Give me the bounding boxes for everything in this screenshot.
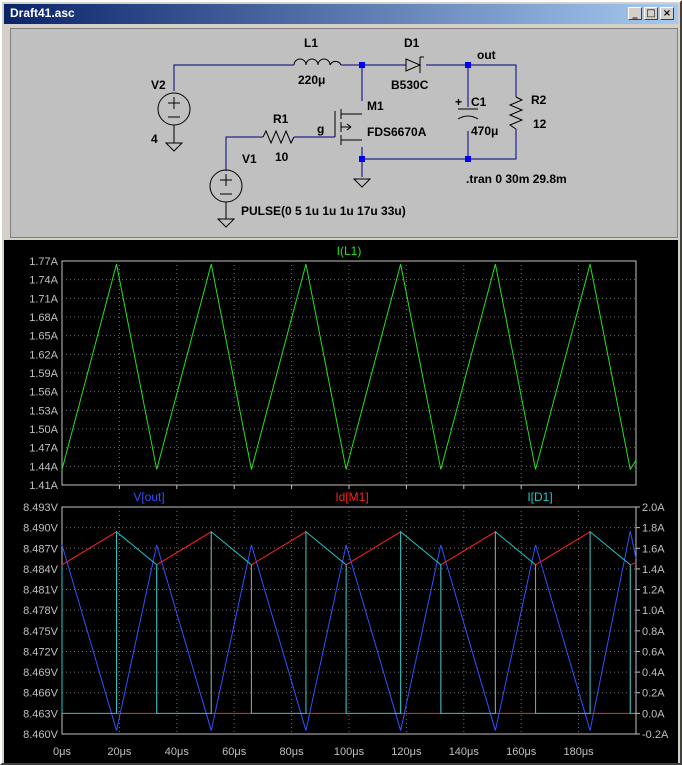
pane2-right-ytick-label: 1.4A xyxy=(642,564,665,576)
pane2-right-ytick-label: 1.8A xyxy=(642,523,665,535)
pane2-left-ytick-label: 8.460V xyxy=(23,729,59,741)
pane2-right-ytick-label: 0.8A xyxy=(642,626,665,638)
mosfet-icon xyxy=(334,109,362,145)
schematic-wires xyxy=(173,64,517,177)
close-icon: × xyxy=(662,8,672,19)
m1-value[interactable]: FDS6670A xyxy=(367,125,427,139)
l1-value[interactable]: 220μ xyxy=(298,73,325,87)
gate-net-label[interactable]: g xyxy=(317,122,324,136)
pane2-left-ytick-label: 8.472V xyxy=(23,646,59,658)
v1-name[interactable]: V1 xyxy=(242,152,257,166)
pane2-left-ytick-label: 8.490V xyxy=(23,523,59,535)
pane2-left-ytick-label: 8.466V xyxy=(23,688,59,700)
pane2-left-ytick-label: 8.475V xyxy=(23,626,59,638)
pane2-trace-title: V[out] xyxy=(133,490,164,504)
pane2-left-ytick-label: 8.484V xyxy=(23,564,59,576)
pane2-left-ytick-label: 8.493V xyxy=(23,502,59,514)
resistor-r2-icon xyxy=(508,96,524,130)
title-bar[interactable]: Draft41.asc _ □ × xyxy=(4,4,678,24)
pane1-ytick-label: 1.59A xyxy=(29,368,58,380)
out-net-label[interactable]: out xyxy=(477,48,496,62)
maximize-icon: □ xyxy=(646,8,656,19)
pane1-ytick-label: 1.41A xyxy=(29,480,58,492)
v2-value[interactable]: 4 xyxy=(151,132,158,146)
pane1-ytick-label: 1.56A xyxy=(29,387,58,399)
pane2-trace-title: I[D1] xyxy=(527,490,552,504)
pane2-xtick-label: 100μs xyxy=(334,746,365,758)
resistor-r1-icon xyxy=(262,129,295,145)
pane2-right-ytick-label: 1.0A xyxy=(642,605,665,617)
capacitor-icon xyxy=(457,108,479,120)
d1-value[interactable]: B530C xyxy=(391,78,429,92)
trace-v-out- xyxy=(61,530,637,731)
r2-value[interactable]: 12 xyxy=(533,117,547,131)
pane2-xtick-label: 80μs xyxy=(280,746,305,758)
pane2-right-ytick-label: 0.6A xyxy=(642,646,665,658)
minimize-button[interactable]: _ xyxy=(628,7,642,20)
r1-name[interactable]: R1 xyxy=(273,112,289,126)
pane2-right-ytick-label: 0.0A xyxy=(642,708,665,720)
pane2-right-ytick-label: -0.2A xyxy=(642,729,669,741)
pane2-left-ytick-label: 8.481V xyxy=(23,585,59,597)
pane2-right-ytick-label: 2.0A xyxy=(642,502,665,514)
schematic-canvas[interactable]: V2 4 L1 220μ D1 B530C out + C1 470μ R2 1… xyxy=(10,28,678,238)
pane2-right-ytick-label: 1.2A xyxy=(642,585,665,597)
pane1-ytick-label: 1.68A xyxy=(29,312,58,324)
cap-plus-mark: + xyxy=(455,95,462,109)
r2-name[interactable]: R2 xyxy=(531,93,547,107)
pane1-ytick-label: 1.44A xyxy=(29,461,58,473)
waveform-plot: 1.77A 1.74A 1.71A 1.68A 1.65A 1.62A 1.59A 1.56A… xyxy=(23,244,669,758)
pane2-xtick-label: 180μs xyxy=(563,746,594,758)
schematic-components xyxy=(157,56,524,228)
pane1-trace-title: I(L1) xyxy=(337,244,362,258)
window-title: Draft41.asc xyxy=(10,6,75,20)
pane2-right-ytick-label: 0.4A xyxy=(642,667,665,679)
d1-name[interactable]: D1 xyxy=(404,36,420,50)
pane2-xtick-label: 120μs xyxy=(391,746,422,758)
pane1-ytick-label: 1.50A xyxy=(29,424,58,436)
pane1-ytick-label: 1.47A xyxy=(29,443,58,455)
pane2-xtick-label: 140μs xyxy=(449,746,480,758)
l1-name[interactable]: L1 xyxy=(304,36,318,50)
trace-i-d1- xyxy=(61,530,636,714)
pane1-ytick-label: 1.65A xyxy=(29,331,58,343)
pane2-right-ytick-label: 0.2A xyxy=(642,688,665,700)
r1-value[interactable]: 10 xyxy=(275,150,289,164)
waveform-viewer[interactable]: 1.77A 1.74A 1.71A 1.68A 1.65A 1.62A 1.59A 1.56A… xyxy=(4,240,678,763)
pane2-left-ytick-label: 8.469V xyxy=(23,667,59,679)
v2-name[interactable]: V2 xyxy=(151,78,166,92)
schematic-junctions xyxy=(359,62,471,162)
pane2-left-ytick-label: 8.487V xyxy=(23,543,59,555)
pane1-ytick-label: 1.53A xyxy=(29,405,58,417)
pane2-right-ytick-label: 1.6A xyxy=(642,543,665,555)
pane1-ytick-label: 1.62A xyxy=(29,349,58,361)
pane2-left-ytick-label: 8.478V xyxy=(23,605,59,617)
tran-directive[interactable]: .tran 0 30m 29.8m xyxy=(466,172,567,186)
c1-name[interactable]: C1 xyxy=(471,95,487,109)
schematic-drawing: V2 4 L1 220μ D1 B530C out + C1 470μ R2 1… xyxy=(151,36,567,228)
minimize-icon: _ xyxy=(632,8,638,19)
pane2-xtick-label: 20μs xyxy=(107,746,132,758)
inductor-icon xyxy=(293,58,342,66)
pane2-trace-title: Id[M1] xyxy=(335,490,368,504)
pane2-xtick-label: 40μs xyxy=(165,746,190,758)
pane1-ytick-label: 1.77A xyxy=(29,256,58,268)
pane2-xtick-label: 0μs xyxy=(53,746,71,758)
pane2-left-ytick-label: 8.463V xyxy=(23,708,59,720)
pane2-xtick-label: 60μs xyxy=(222,746,247,758)
maximize-button[interactable]: □ xyxy=(644,7,658,20)
pane1-ytick-label: 1.74A xyxy=(29,275,58,287)
c1-value[interactable]: 470μ xyxy=(471,124,498,138)
trace-i-l1 xyxy=(61,263,637,471)
pane2-xtick-label: 160μs xyxy=(506,746,537,758)
m1-name[interactable]: M1 xyxy=(367,99,384,113)
diode-icon xyxy=(405,56,424,73)
close-button[interactable]: × xyxy=(660,7,674,20)
v1-value[interactable]: PULSE(0 5 1u 1u 1u 17u 33u) xyxy=(241,204,406,218)
pane1-ytick-label: 1.71A xyxy=(29,293,58,305)
